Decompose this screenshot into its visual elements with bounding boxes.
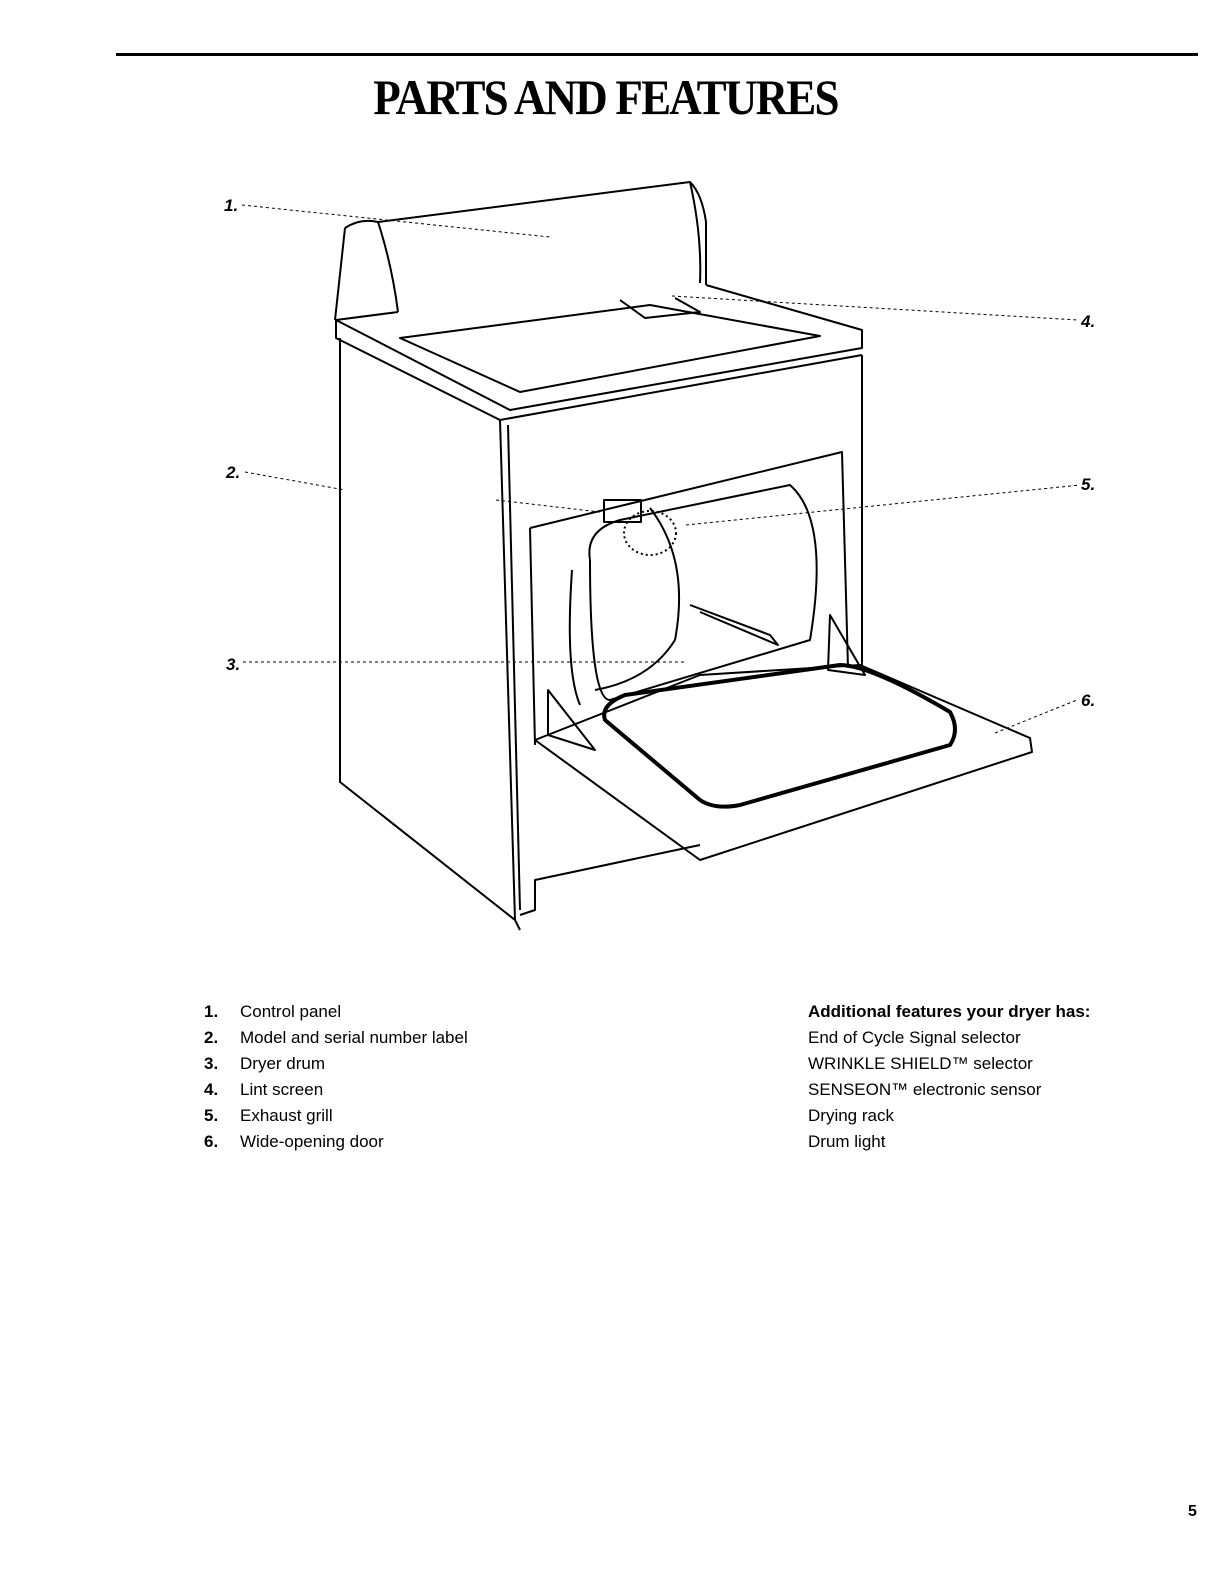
list-item: End of Cycle Signal selector (808, 1028, 1090, 1054)
list-item: Drying rack (808, 1106, 1090, 1132)
part-label: Control panel (240, 1002, 341, 1028)
callout-4: 4. (1081, 312, 1095, 332)
part-number: 4. (204, 1080, 240, 1106)
list-item: 4.Lint screen (204, 1080, 468, 1106)
list-item: 2.Model and serial number label (204, 1028, 468, 1054)
part-label: Dryer drum (240, 1054, 325, 1080)
part-number: 2. (204, 1028, 240, 1054)
list-item: 6.Wide-opening door (204, 1132, 468, 1158)
callout-3: 3. (226, 655, 240, 675)
part-number: 3. (204, 1054, 240, 1080)
parts-list: 1.Control panel 2.Model and serial numbe… (204, 1002, 468, 1158)
part-number: 5. (204, 1106, 240, 1132)
list-item: WRINKLE SHIELD™ selector (808, 1054, 1090, 1080)
callout-2: 2. (226, 463, 240, 483)
list-item: SENSEON™ electronic sensor (808, 1080, 1090, 1106)
part-label: Model and serial number label (240, 1028, 468, 1054)
list-item: 3.Dryer drum (204, 1054, 468, 1080)
part-label: Lint screen (240, 1080, 323, 1106)
part-number: 1. (204, 1002, 240, 1028)
page-number: 5 (1188, 1503, 1197, 1521)
part-label: Exhaust grill (240, 1106, 333, 1132)
dryer-diagram (0, 0, 1211, 960)
list-item: 1.Control panel (204, 1002, 468, 1028)
list-item: 5.Exhaust grill (204, 1106, 468, 1132)
part-number: 6. (204, 1132, 240, 1158)
callout-6: 6. (1081, 691, 1095, 711)
callout-5: 5. (1081, 475, 1095, 495)
list-item: Drum light (808, 1132, 1090, 1158)
features-heading: Additional features your dryer has: (808, 1002, 1090, 1028)
additional-features: Additional features your dryer has: End … (808, 1002, 1090, 1158)
features-list: End of Cycle Signal selector WRINKLE SHI… (808, 1028, 1090, 1158)
callout-1: 1. (224, 196, 238, 216)
part-label: Wide-opening door (240, 1132, 384, 1158)
